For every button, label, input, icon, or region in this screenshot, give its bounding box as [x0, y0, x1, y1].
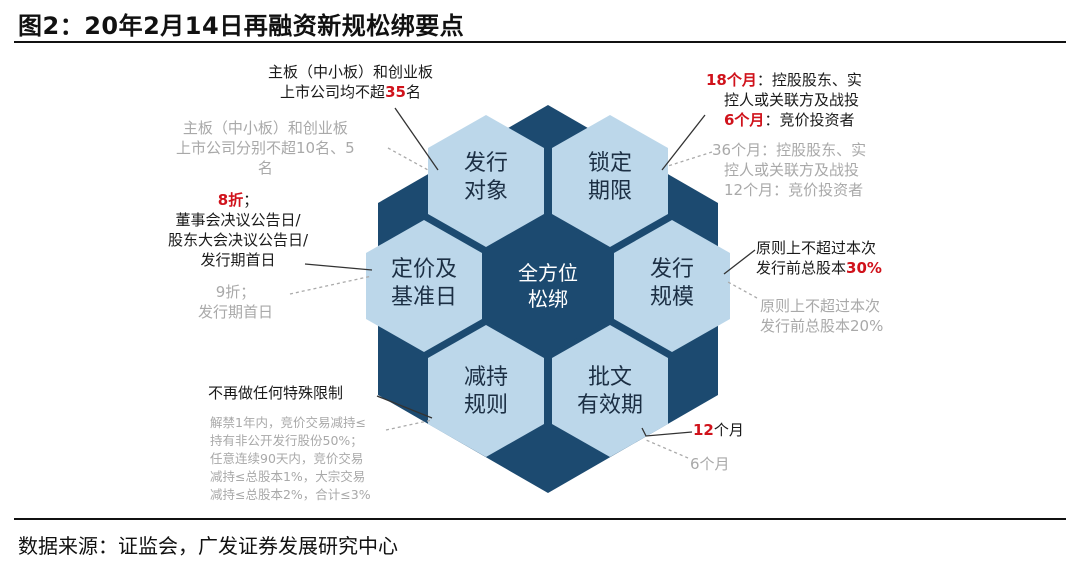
annotation-issue-target-old: 主板（中小板）和创业板 上市公司分别不超10名、5 名 [176, 119, 355, 177]
hex-scale [614, 220, 730, 352]
hex-lockup-line2: 期限 [588, 179, 632, 204]
connector-lockup-new [661, 114, 706, 171]
hex-issue-target-line1: 发行 [464, 151, 508, 176]
connector-reduction-old [385, 419, 433, 431]
hex-pricing-line1: 定价及 [391, 257, 457, 282]
hex-issue-target-line2: 对象 [464, 179, 508, 204]
hex-scale-line1: 发行 [650, 257, 694, 282]
hex-lockup-line1: 锁定 [588, 151, 632, 176]
annotation-approval-new: 12个月 [693, 421, 744, 439]
connector-issue-target-new [394, 107, 439, 171]
connector-issue-target-old [387, 147, 429, 171]
annotation-issue-target-new: 主板（中小板）和创业板 上市公司均不超35名 [268, 63, 434, 101]
hex-issue-target [428, 115, 544, 247]
connector-approval-old [645, 439, 689, 459]
annotation-scale-new: 原则上不超过本次 发行前总股本30% [756, 239, 882, 277]
annotation-reduction-new: 不再做任何特殊限制 [208, 384, 344, 402]
center-line1: 全方位 [518, 261, 578, 285]
annotation-approval-old: 6个月 [690, 455, 730, 473]
top-rule [14, 41, 1066, 43]
connector-scale-new [723, 249, 756, 275]
hex-lockup [552, 115, 668, 247]
hex-approval-line1: 批文 [588, 365, 632, 390]
source-note: 数据来源：证监会，广发证券发展研究中心 [18, 534, 398, 558]
center-line2: 松绑 [528, 287, 568, 311]
hex-approval [552, 325, 668, 457]
connector-pricing-old [289, 275, 373, 295]
annotation-reduction-old: 解禁1年内，竞价交易减持≤ 持有非公开发行股份50%； 任意连续90天内，竞价交… [210, 415, 371, 502]
annotation-lockup-old: 36个月：控股股东、实 控人或关联方及战投 12个月：竞价投资者 [712, 141, 867, 199]
connector-pricing-new [304, 263, 373, 271]
hex-reduction-line2: 规则 [464, 393, 508, 418]
annotation-pricing-new: 8折； 董事会决议公告日/ 股东大会决议公告日/ 发行期首日 [168, 191, 309, 269]
figure-title: 图2：20年2月14日再融资新规松绑要点 [18, 12, 465, 40]
hex-reduction [428, 325, 544, 457]
connector-approval-new [641, 427, 693, 437]
hex-reduction-line1: 减持 [464, 365, 508, 390]
bottom-rule [14, 518, 1066, 520]
hex-pricing [366, 220, 482, 352]
annotation-lockup-new: 18个月：控股股东、实 控人或关联方及战投 6个月：竞价投资者 [706, 71, 862, 129]
hex-scale-line2: 规模 [650, 285, 694, 310]
connector-lockup-old [667, 151, 713, 167]
center-hexagon [488, 215, 608, 355]
connector-scale-old [727, 281, 758, 299]
hex-pricing-line2: 基准日 [391, 285, 457, 310]
annotation-scale-old: 原则上不超过本次 发行前总股本20% [760, 297, 884, 335]
connector-reduction-new [376, 395, 433, 419]
hex-approval-line2: 有效期 [577, 393, 643, 418]
annotation-pricing-old: 9折； 发行期首日 [198, 283, 274, 321]
